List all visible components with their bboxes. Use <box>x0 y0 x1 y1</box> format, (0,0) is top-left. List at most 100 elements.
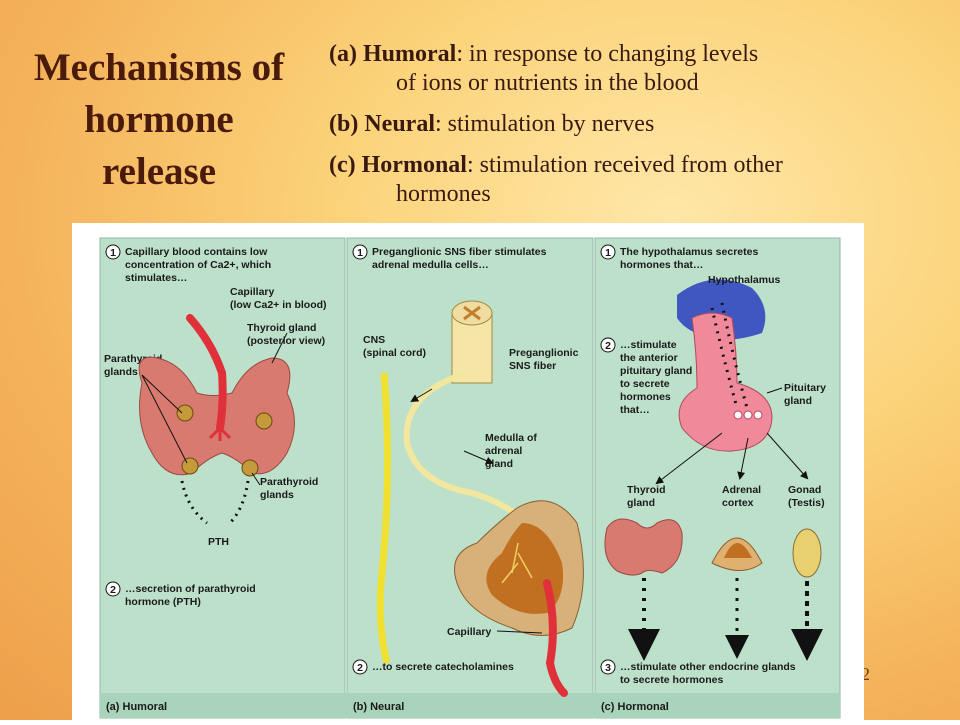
step-marker <box>600 659 616 675</box>
step-number: 2 <box>605 340 611 352</box>
step1-text: concentration of Ca2+, which <box>125 259 271 271</box>
title-line: Mechanisms of <box>33 46 285 89</box>
arrow-to-gonad <box>766 432 809 480</box>
hormonal-diagram: 1 The hypothalamus secretes hormones tha… <box>600 244 826 713</box>
capillary-vessel <box>186 314 227 432</box>
step-marker <box>600 337 616 353</box>
step1-text: adrenal medulla cells… <box>372 259 489 271</box>
capillary-label: Capillary <box>230 286 275 298</box>
adrenal-inner <box>724 543 752 558</box>
hormone-release-dots <box>720 302 749 409</box>
pituitary-label: gland <box>784 395 812 407</box>
parathyroid-gland <box>255 412 273 430</box>
bullet-key: (c) Hormonal <box>329 152 467 178</box>
thyroid-label: Thyroid <box>627 484 666 496</box>
medulla-label: Medulla of <box>485 432 537 444</box>
step3-text: …stimulate other endocrine glands <box>620 661 796 673</box>
cns-label: CNS <box>363 334 385 346</box>
adrenal-label: cortex <box>722 497 754 509</box>
hormone-cell <box>733 410 743 420</box>
step1-text: The hypothalamus secretes <box>620 246 758 258</box>
label-leader <box>271 332 288 364</box>
step-marker <box>352 659 368 675</box>
target-thyroid-gland <box>604 518 683 576</box>
arrow-to-thyroid <box>655 432 723 485</box>
hypothalamus-label: Hypothalamus <box>708 274 781 286</box>
fiber-label: SNS fiber <box>509 360 556 372</box>
label-leader <box>141 374 183 414</box>
parathyroid-label-left: glands <box>104 366 138 378</box>
bullet-key: (b) Neural <box>329 111 435 137</box>
step-marker <box>600 244 616 260</box>
panel-label-hormonal: (c) Hormonal <box>601 701 669 713</box>
arrow <box>463 450 494 465</box>
step2-text: …secretion of parathyroid <box>125 583 256 595</box>
thyroid-label: (posterior view) <box>247 335 325 347</box>
step1-text: stimulates… <box>125 272 187 284</box>
step1-text: Preganglionic SNS fiber stimulates <box>372 246 547 258</box>
bullet-hormonal: (c) Hormonal: stimulation received from … <box>329 151 949 209</box>
step-number: 1 <box>605 247 611 259</box>
step2-text: that… <box>620 404 650 416</box>
step2-text: to secrete <box>620 378 670 390</box>
bullet-text: : stimulation received from other <box>466 152 783 178</box>
bullet-text: : stimulation by nerves <box>434 111 655 137</box>
medulla-label: gland <box>485 458 513 470</box>
capillary-branches <box>208 426 232 441</box>
panel-label-strip <box>100 693 840 718</box>
gonad-label: Gonad <box>788 484 821 496</box>
humoral-diagram: 1 Capillary blood contains low concentra… <box>104 244 327 713</box>
step2-text: the anterior <box>620 352 678 364</box>
step-number: 1 <box>357 247 363 259</box>
gonad-label: (Testis) <box>788 497 825 509</box>
step2-text: pituitary gland <box>620 365 692 377</box>
adrenal-medulla <box>486 523 563 614</box>
hormone-cell <box>743 410 753 420</box>
fiber-label: Preganglionic <box>509 347 579 359</box>
hormone-release-dots <box>710 307 739 409</box>
bullet-text-continued: of ions or nutrients in the blood <box>396 70 699 96</box>
step-number: 1 <box>110 247 116 259</box>
step-marker <box>105 581 121 597</box>
slide-title: Mechanisms of hormone release <box>14 42 304 198</box>
bullet-list: (a) Humoral: in response to changing lev… <box>329 40 949 221</box>
hormone-release-figure: 1 Capillary blood contains low concentra… <box>72 223 864 720</box>
title-line: hormone <box>84 98 234 141</box>
step-marker <box>105 244 121 260</box>
capillary-label: Capillary <box>447 626 492 638</box>
title-line: release <box>101 150 217 193</box>
label-leader <box>251 472 261 486</box>
step2-text: hormones <box>620 391 671 403</box>
bullet-text: : in response to changing levels <box>456 41 759 67</box>
bullet-text-continued: hormones <box>396 181 491 207</box>
cns-label: (spinal cord) <box>363 347 426 359</box>
parathyroid-gland <box>176 404 194 422</box>
figure-svg: 1 Capillary blood contains low concentra… <box>99 237 841 719</box>
pth-secretion-dots <box>228 480 250 525</box>
parathyroid-gland <box>241 459 259 477</box>
step1-text: hormones that… <box>620 259 703 271</box>
arrow-to-adrenal <box>737 437 749 480</box>
neural-diagram: 1 Preganglionic SNS fiber stimulates adr… <box>352 244 584 713</box>
step2-text: …stimulate <box>620 339 677 351</box>
thyroid-label: Thyroid gland <box>247 322 316 334</box>
pituitary-label: Pituitary <box>784 382 826 394</box>
medulla-label: adrenal <box>485 445 522 457</box>
step2-text: hormone (PTH) <box>125 596 201 608</box>
target-gonad <box>792 528 822 578</box>
panel-label-humoral: (a) Humoral <box>106 701 167 713</box>
nerve-endings <box>501 542 533 584</box>
parathyroid-gland <box>181 457 199 475</box>
arrow <box>410 388 433 403</box>
label-leader <box>141 374 188 464</box>
label-leader <box>766 387 783 394</box>
hormone-cell <box>753 410 763 420</box>
thyroid-label: gland <box>627 497 655 509</box>
panel-humoral <box>99 237 346 719</box>
step-number: 2 <box>110 584 116 596</box>
step-marker <box>352 244 368 260</box>
step1-text: Capillary blood contains low <box>125 246 268 258</box>
sympathetic-chain <box>376 372 392 664</box>
panel-label-neural: (b) Neural <box>353 701 404 713</box>
step2-text: …to secrete catecholamines <box>372 661 514 673</box>
